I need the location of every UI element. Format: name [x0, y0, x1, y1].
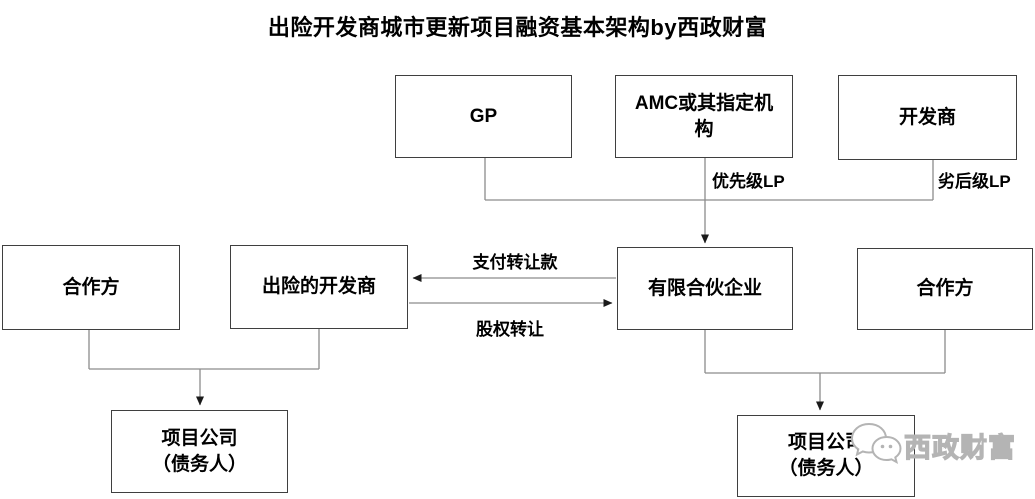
- edge-label-pay-transfer: 支付转让款: [472, 253, 558, 272]
- diagram-title: 出险开发商城市更新项目融资基本架构by西政财富: [267, 15, 768, 40]
- node-project-company-right: 项目公司 （债务人）: [737, 415, 915, 497]
- node-amc-label: AMC或其指定机构: [634, 92, 774, 140]
- node-limited-partnership-label: 有限合伙企业: [647, 277, 762, 299]
- node-gp-label: GP: [469, 105, 498, 127]
- node-partner-left-label: 合作方: [62, 276, 120, 298]
- node-distressed-developer: 出险的开发商: [230, 245, 408, 329]
- node-project-company-left-line2: （债务人）: [151, 453, 247, 475]
- watermark-brand-text: 西政财富: [903, 432, 1016, 463]
- node-developer-label: 开发商: [898, 106, 956, 128]
- node-distressed-developer-label: 出险的开发商: [261, 276, 376, 298]
- node-amc: AMC或其指定机构: [615, 75, 793, 158]
- node-project-company-left: 项目公司 （债务人）: [111, 410, 288, 493]
- node-partner-right: 合作方: [857, 248, 1033, 330]
- node-partner-right-label: 合作方: [916, 278, 974, 300]
- node-project-company-right-line1: 项目公司: [787, 432, 864, 454]
- node-developer: 开发商: [838, 75, 1017, 160]
- node-project-company-left-line1: 项目公司: [161, 427, 238, 449]
- edge-label-senior-lp: 优先级LP: [712, 172, 785, 191]
- node-partner-left: 合作方: [2, 245, 180, 330]
- node-project-company-right-line2: （债务人）: [778, 458, 874, 479]
- edge-label-equity-transfer: 股权转让: [476, 320, 544, 339]
- node-limited-partnership: 有限合伙企业: [617, 247, 793, 330]
- node-gp: GP: [395, 75, 572, 158]
- edge-label-junior-lp: 劣后级LP: [938, 172, 1011, 191]
